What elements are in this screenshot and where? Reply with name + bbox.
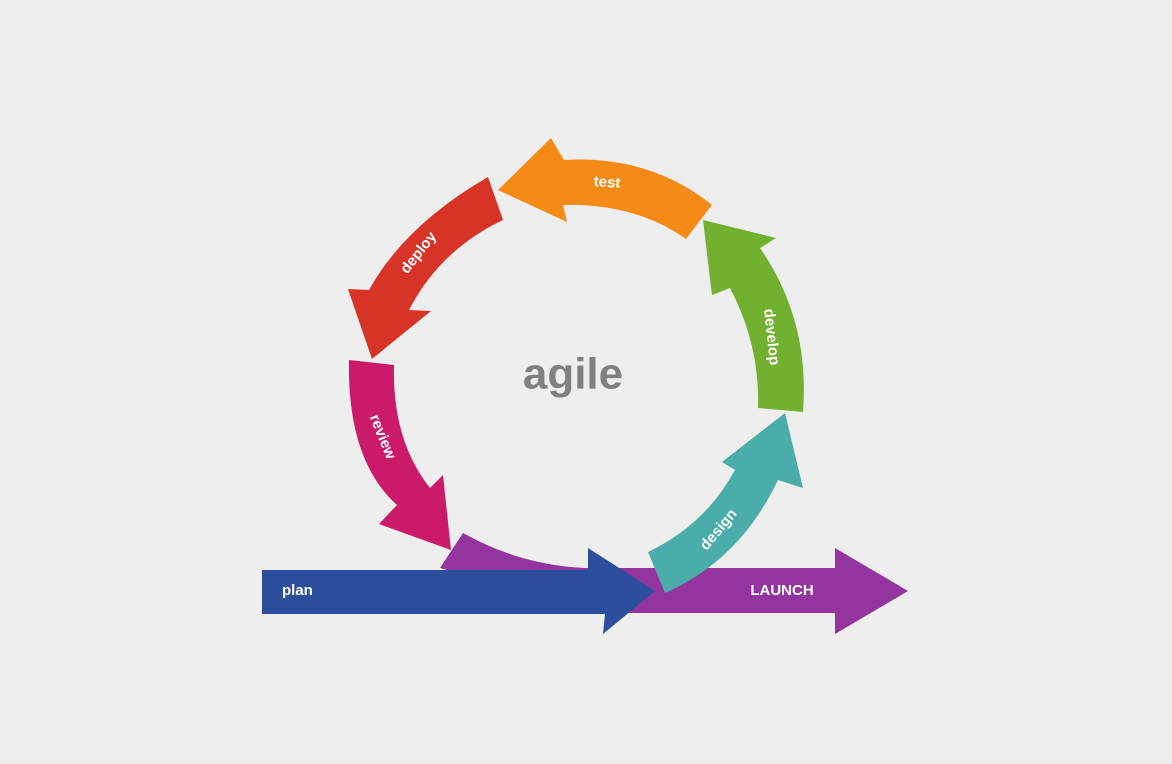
test-arrow: [498, 138, 712, 239]
deploy-arrow: [348, 177, 503, 359]
develop-arrow: [703, 220, 804, 412]
plan-arrow: [262, 548, 655, 634]
review-arrow: [348, 360, 451, 550]
center-label: agile: [523, 350, 623, 399]
stage-label-develop: develop: [760, 308, 783, 366]
stage-label-test: test: [593, 173, 621, 192]
stage-label-launch: LAUNCH: [750, 582, 813, 599]
design-arrow: [648, 413, 803, 593]
stage-label-plan: plan: [282, 582, 313, 599]
